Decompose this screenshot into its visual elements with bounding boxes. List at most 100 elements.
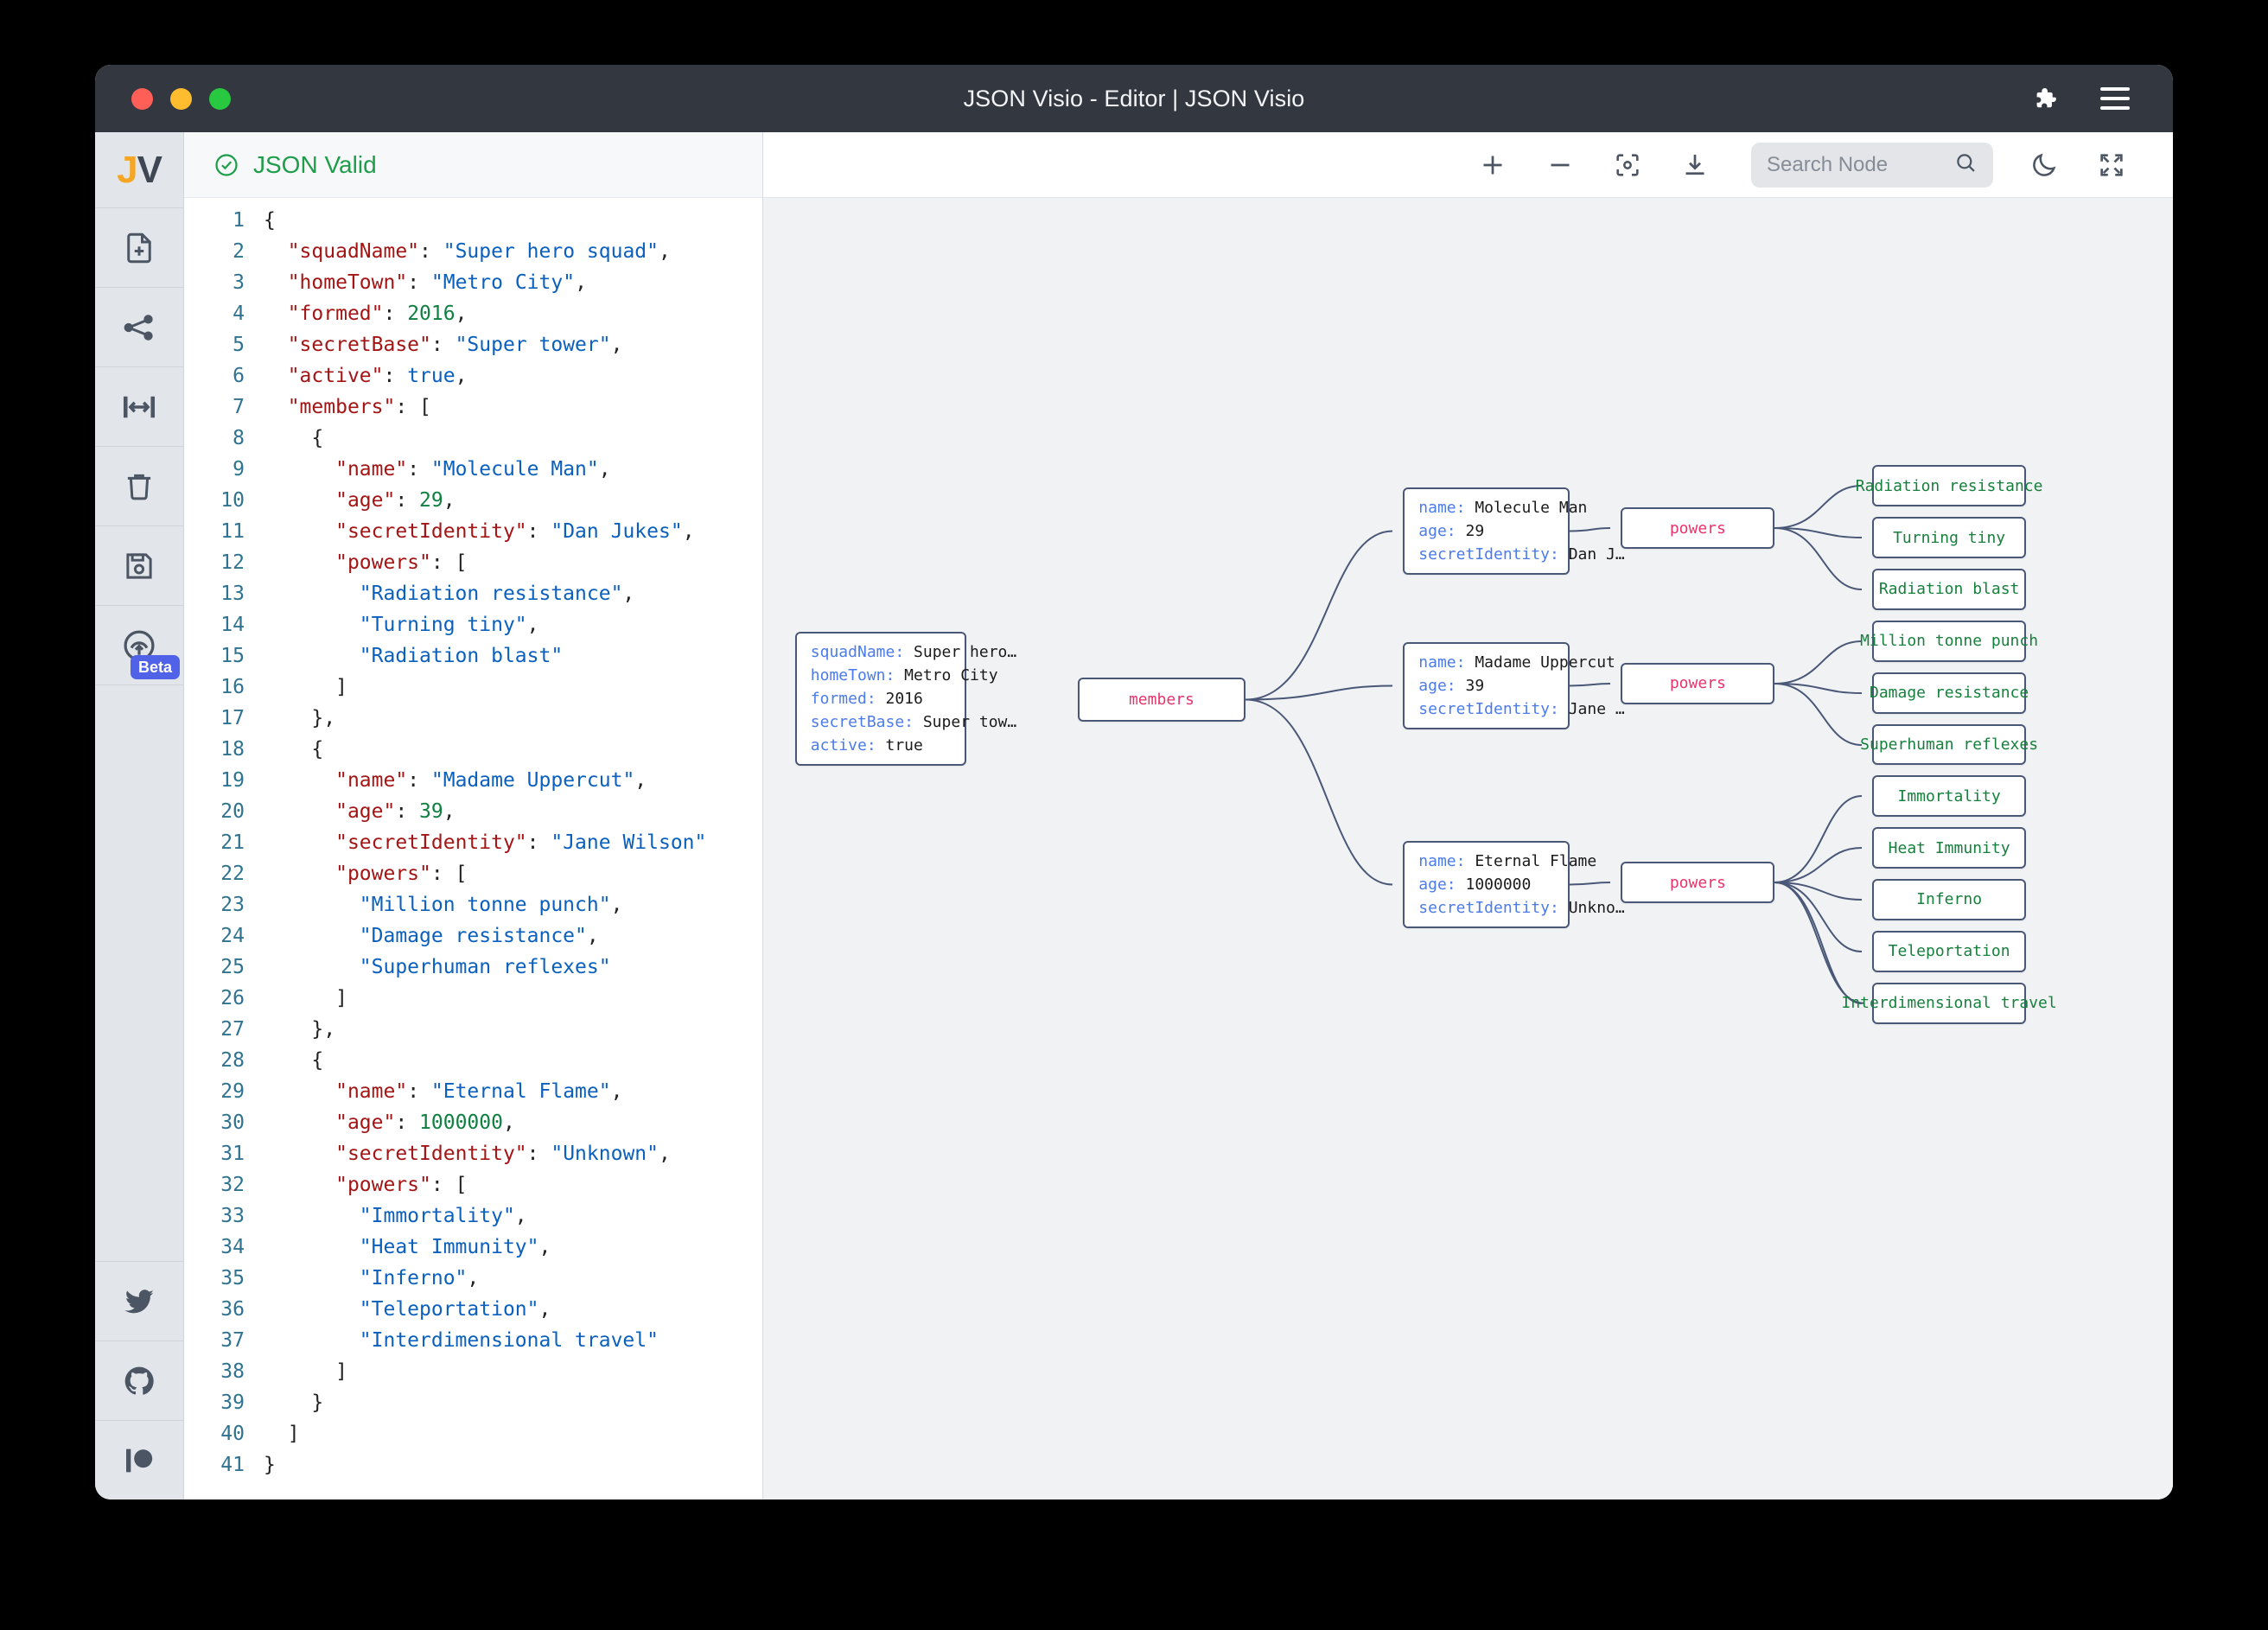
code-line-text: "homeTown": "Metro City", — [287, 271, 587, 294]
graph-edge — [1245, 684, 1393, 701]
code-line-text: "Radiation blast" — [359, 645, 564, 667]
line-number: 7 — [233, 396, 245, 418]
graph-parent-node[interactable]: powers — [1621, 663, 1775, 704]
graph-parent-label: powers — [1669, 873, 1726, 892]
patreon-icon[interactable] — [95, 1420, 183, 1499]
code-line-text: "Superhuman reflexes" — [359, 956, 611, 978]
share-graph-icon[interactable] — [95, 288, 183, 367]
graph-leaf-node[interactable]: Teleportation — [1872, 930, 2027, 972]
graph-node-value: 2016 — [885, 690, 923, 709]
graph-edge — [1245, 698, 1393, 886]
graph-node-key: homeTown: — [810, 666, 905, 685]
line-number: 9 — [233, 458, 245, 481]
code-line-text: "Inferno", — [359, 1267, 480, 1289]
code-line-text: ] — [264, 987, 347, 1009]
github-icon[interactable] — [95, 1340, 183, 1420]
code-line: 23 "Million tonne punch", — [184, 889, 762, 920]
line-number: 12 — [220, 551, 245, 574]
graph-leaf-node[interactable]: Radiation resistance — [1856, 465, 2042, 507]
graph-node-row: name: Eternal Flame — [1406, 850, 1596, 873]
plus-icon[interactable] — [1476, 149, 1509, 181]
graph-leaf-node[interactable]: Interdimensional travel — [1841, 982, 2057, 1024]
graph-node-value: Molecule Man — [1475, 498, 1588, 517]
code-line: 20 "age": 39, — [184, 796, 762, 827]
code-line: 24 "Damage resistance", — [184, 920, 762, 952]
search-icon[interactable] — [1953, 150, 1978, 179]
minus-icon[interactable] — [1544, 149, 1577, 181]
graph-node-key: secretIdentity: — [1418, 899, 1569, 918]
download-icon[interactable] — [1679, 149, 1711, 181]
graph-node-row: name: Madame Uppercut — [1406, 651, 1615, 674]
focus-icon[interactable] — [1611, 149, 1644, 181]
graph-edge — [1774, 485, 1863, 529]
graph-parent-node[interactable]: powers — [1621, 862, 1775, 903]
graph-leaf-node[interactable]: Heat Immunity — [1872, 827, 2027, 869]
new-document-icon[interactable] — [95, 208, 183, 288]
graph-node-value: 1000000 — [1465, 875, 1532, 895]
graph-leaf-node[interactable]: Radiation blast — [1872, 568, 2027, 610]
line-number: 34 — [220, 1236, 245, 1258]
line-number: 31 — [220, 1143, 245, 1165]
twitter-icon[interactable] — [95, 1261, 183, 1340]
graph-edge — [1245, 530, 1393, 701]
graph-object-node[interactable]: squadName: Super hero…homeTown: Metro Ci… — [794, 632, 1016, 767]
graph-leaf-label: Damage resistance — [1870, 684, 2029, 703]
line-number: 26 — [220, 987, 245, 1009]
code-line: 28 { — [184, 1045, 762, 1076]
graph-leaf-node[interactable]: Damage resistance — [1870, 672, 2029, 714]
code-line-text: "Damage resistance", — [359, 925, 599, 947]
graph-edge — [1569, 527, 1611, 532]
line-number: 21 — [220, 831, 245, 854]
fullscreen-icon[interactable] — [2095, 149, 2128, 181]
search-node-box[interactable] — [1751, 142, 1993, 188]
graph-canvas[interactable]: squadName: Super hero…homeTown: Metro Ci… — [763, 198, 2173, 1499]
puzzle-icon[interactable] — [2029, 84, 2059, 113]
maximize-window-button[interactable] — [209, 87, 231, 110]
left-sidebar: JV — [95, 132, 184, 1499]
window-title: JSON Visio - Editor | JSON Visio — [963, 85, 1305, 111]
close-window-button[interactable] — [131, 87, 153, 110]
graph-leaf-node[interactable]: Immortality — [1872, 775, 2027, 818]
expand-width-icon[interactable] — [95, 367, 183, 447]
line-number: 6 — [233, 365, 245, 387]
graph-node-row: homeTown: Metro City — [799, 664, 998, 687]
code-content[interactable]: 1{2 "squadName": "Super hero squad",3 "h… — [184, 198, 762, 1499]
graph-leaf-node[interactable]: Million tonne punch — [1860, 620, 2038, 662]
hamburger-menu-icon[interactable] — [2100, 84, 2130, 113]
line-number: 41 — [220, 1454, 245, 1476]
code-line: 34 "Heat Immunity", — [184, 1232, 762, 1263]
graph-node-value: 39 — [1465, 677, 1485, 696]
code-line-text: }, — [264, 707, 336, 729]
moon-icon[interactable] — [2028, 149, 2061, 181]
graph-leaf-node[interactable]: Superhuman reflexes — [1860, 723, 2038, 766]
graph-leaf-node[interactable]: Turning tiny — [1872, 517, 2027, 558]
graph-node-value: Metro City — [904, 666, 998, 685]
line-number: 36 — [220, 1298, 245, 1321]
cloud-upload-icon[interactable]: Beta — [95, 606, 183, 685]
code-line: 37 "Interdimensional travel" — [184, 1325, 762, 1356]
graph-leaf-node[interactable]: Inferno — [1872, 879, 2027, 920]
graph-toolbar — [763, 132, 2173, 198]
graph-node-key: name: — [1418, 653, 1475, 672]
delete-icon[interactable] — [95, 447, 183, 526]
graph-node-key: secretIdentity: — [1418, 544, 1569, 563]
graph-node-value: Unkno… — [1568, 899, 1625, 918]
line-number: 5 — [233, 334, 245, 356]
save-icon[interactable] — [95, 526, 183, 606]
graph-parent-node[interactable]: members — [1077, 678, 1246, 722]
search-input[interactable] — [1767, 152, 1945, 177]
window-controls — [131, 87, 231, 110]
graph-node-value: Dan J… — [1568, 544, 1625, 563]
code-line: 11 "secretIdentity": "Dan Jukes", — [184, 516, 762, 547]
minimize-window-button[interactable] — [170, 87, 192, 110]
app-logo[interactable]: JV — [95, 132, 183, 208]
code-line: 10 "age": 29, — [184, 485, 762, 516]
json-editor-pane: JSON Valid 1{2 "squadName": "Super hero … — [184, 132, 763, 1499]
code-line: 7 "members": [ — [184, 392, 762, 423]
graph-node-key: name: — [1418, 852, 1475, 871]
graph-parent-node[interactable]: powers — [1621, 507, 1775, 550]
graph-edge — [1774, 527, 1863, 538]
